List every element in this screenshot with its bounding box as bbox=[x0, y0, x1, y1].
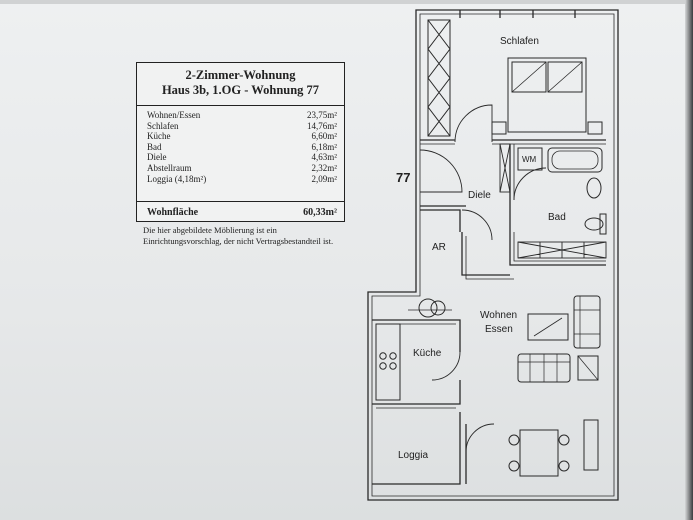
room-row: Küche 6,60m² bbox=[147, 131, 337, 142]
info-divider-bottom bbox=[137, 201, 344, 202]
room-label-kueche: Küche bbox=[413, 348, 442, 359]
room-row: Diele 4,63m² bbox=[147, 152, 337, 163]
window-marks bbox=[459, 10, 576, 18]
apartment-info-box: 2-Zimmer-Wohnung Haus 3b, 1.OG - Wohnung… bbox=[136, 62, 345, 222]
outer-wall bbox=[367, 9, 619, 501]
room-row: Schlafen 14,76m² bbox=[147, 121, 337, 132]
total-area: 60,33m² bbox=[303, 207, 337, 218]
kitchen-wall bbox=[372, 319, 461, 405]
loggia-wall bbox=[372, 412, 461, 485]
room-area: 6,18m² bbox=[311, 141, 337, 152]
room-label-diele: Diele bbox=[468, 190, 491, 201]
loggia-door bbox=[465, 423, 495, 453]
room-label-ar: AR bbox=[432, 242, 446, 253]
diele-wall bbox=[420, 205, 466, 232]
room-row: Wohnen/Essen 23,75m² bbox=[147, 110, 337, 121]
room-area: 4,63m² bbox=[311, 152, 337, 163]
info-title-line2: Haus 3b, 1.OG - Wohnung 77 bbox=[161, 83, 320, 97]
room-label-loggia: Loggia bbox=[398, 450, 428, 461]
room-name: Bad bbox=[147, 141, 162, 152]
room-area: 2,32m² bbox=[311, 162, 337, 173]
room-name: Abstellraum bbox=[147, 162, 192, 173]
ar-door bbox=[461, 209, 493, 241]
wardrobe bbox=[427, 19, 451, 137]
room-name: Schlafen bbox=[147, 120, 179, 131]
monitor-bezel-right bbox=[685, 0, 693, 520]
room-area: 14,76m² bbox=[307, 120, 337, 131]
kitchen-units bbox=[375, 298, 452, 401]
room-row: Abstellraum 2,32m² bbox=[147, 163, 337, 174]
monitor-bezel-top bbox=[0, 0, 693, 4]
room-area: 2,09m² bbox=[311, 173, 337, 184]
room-name: Küche bbox=[147, 131, 171, 142]
outer-wall-inner bbox=[371, 13, 615, 497]
double-bed bbox=[491, 57, 603, 135]
room-label-wm: WM bbox=[522, 155, 537, 164]
bedroom-door bbox=[454, 104, 493, 143]
room-row: Loggia (4,18m²) 2,09m² bbox=[147, 174, 337, 185]
room-row: Bad 6,18m² bbox=[147, 142, 337, 153]
entry-door bbox=[419, 149, 463, 193]
storage-strips bbox=[499, 143, 607, 259]
furnishing-disclaimer: Die hier abgebildete Möblierung ist ein … bbox=[143, 225, 334, 246]
info-divider-top bbox=[137, 105, 344, 106]
room-area-list: Wohnen/Essen 23,75m² Schlafen 14,76m² Küch… bbox=[147, 110, 337, 184]
bath-door bbox=[513, 167, 547, 201]
room-name: Diele bbox=[147, 152, 167, 163]
total-area-row: Wohnfläche 60,33m² bbox=[147, 207, 337, 218]
room-label-schlafen: Schlafen bbox=[500, 36, 539, 47]
living-furniture bbox=[508, 295, 601, 477]
bath-fixtures bbox=[517, 147, 607, 235]
room-area: 6,60m² bbox=[311, 131, 337, 142]
info-title-line1: 2-Zimmer-Wohnung bbox=[185, 68, 296, 82]
room-area: 23,75m² bbox=[307, 110, 337, 120]
room-label-essen: Essen bbox=[485, 324, 513, 335]
room-name: Wohnen/Essen bbox=[147, 110, 201, 120]
kitchen-door bbox=[431, 351, 461, 381]
total-label: Wohnfläche bbox=[147, 207, 199, 218]
room-label-bad: Bad bbox=[548, 212, 566, 223]
room-name: Loggia (4,18m²) bbox=[147, 173, 207, 184]
ar-wall bbox=[461, 232, 510, 276]
room-label-wohnen: Wohnen bbox=[480, 310, 517, 321]
unit-number: 77 bbox=[396, 170, 411, 185]
